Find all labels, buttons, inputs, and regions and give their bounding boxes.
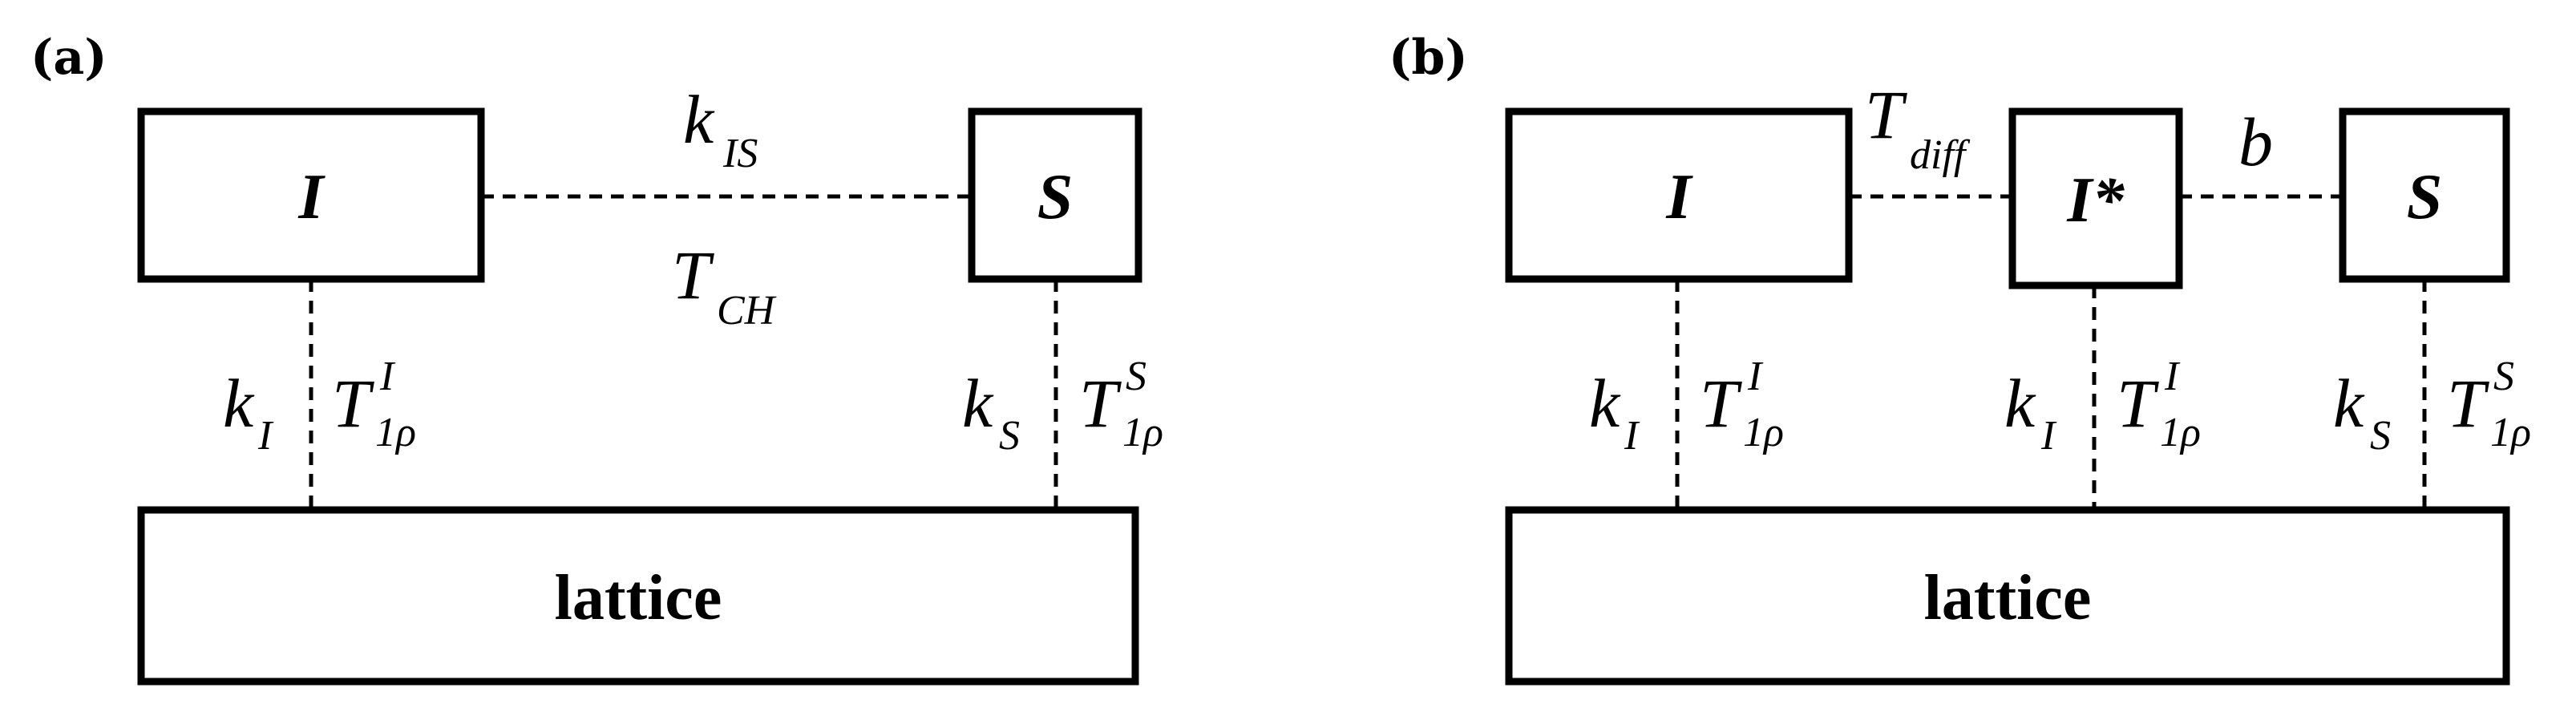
panel-b-label: (b) xyxy=(1389,30,1468,86)
panel-b-t1rho-s-sup: S xyxy=(2493,354,2514,399)
panel-b-box-istar xyxy=(2008,107,2183,289)
panel-a-lattice-label: lattice xyxy=(555,563,722,633)
panel-a-k-i: k I xyxy=(223,365,274,459)
panel-b-t1rho-i-1: T 1ρ I xyxy=(1700,354,1784,455)
panel-b-t1rho-i-1-sup: I xyxy=(1747,354,1764,399)
panel-b-k-i-1: k I xyxy=(1589,365,1640,459)
panel-b-t-diff: T diff xyxy=(1865,76,1971,178)
panel-b-k-s-main: k xyxy=(2333,365,2365,442)
panel-a: (a) I S lattice k IS T CH k I T 1ρ xyxy=(30,30,1163,686)
panel-b-k-i-2-main: k xyxy=(2004,365,2036,442)
panel-a-t1rho-i-sup: I xyxy=(379,354,396,399)
panel-a-t1rho-i: T 1ρ I xyxy=(332,354,416,455)
panel-a-t-ch-main: T xyxy=(672,237,714,314)
panel-b-t1rho-i-1-sub: 1ρ xyxy=(1743,410,1784,455)
panel-a-label: (a) xyxy=(30,30,107,86)
panel-a-k-i-sub: I xyxy=(257,413,274,459)
panel-a-k-is: k IS xyxy=(683,81,758,176)
panel-a-box-s-label: S xyxy=(1037,162,1074,233)
panel-a-t-ch: T CH xyxy=(672,237,777,334)
panel-b-t1rho-i-1-main: T xyxy=(1700,365,1742,442)
panel-b-t1rho-s-sub: 1ρ xyxy=(2490,410,2531,455)
panel-b-k-i-2-sub: I xyxy=(2040,413,2057,459)
panel-b-k-s-sub: S xyxy=(2370,413,2391,459)
panel-a-t1rho-i-sub: 1ρ xyxy=(375,410,416,455)
panel-b-lattice-box xyxy=(1505,506,2510,686)
panel-a-t1rho-s: T 1ρ S xyxy=(1079,354,1163,455)
panel-a-t1rho-s-sub: 1ρ xyxy=(1122,410,1163,455)
panel-b-b-label: b xyxy=(2238,103,2273,180)
panel-b-t-diff-main: T xyxy=(1865,76,1907,153)
panel-a-k-s-sub: S xyxy=(999,413,1020,459)
panel-b: (b) I I* S lattice T diff b k I T 1 xyxy=(1389,30,2531,686)
panel-a-box-i xyxy=(137,107,485,283)
panel-b-t1rho-s-main: T xyxy=(2447,365,2489,442)
panel-b-k-s: k S xyxy=(2333,365,2391,459)
panel-a-t-ch-sub: CH xyxy=(717,288,777,334)
panel-b-box-i xyxy=(1505,107,1853,283)
panel-a-k-s-main: k xyxy=(962,365,994,442)
panel-b-box-i-label: I xyxy=(1665,162,1693,233)
panel-a-lattice-box xyxy=(137,506,1139,686)
panel-a-t1rho-s-main: T xyxy=(1079,365,1122,442)
panel-b-t1rho-i-2-main: T xyxy=(2117,365,2159,442)
panel-b-k-i-1-sub: I xyxy=(1624,413,1640,459)
panel-b-lattice-label: lattice xyxy=(1924,563,2092,633)
panel-b-k-i-2: k I xyxy=(2004,365,2057,459)
panel-b-t1rho-i-2-sup: I xyxy=(2164,354,2181,399)
panel-a-k-is-sub: IS xyxy=(722,131,758,176)
panel-a-k-i-main: k xyxy=(223,365,255,442)
panel-b-t1rho-s: T 1ρ S xyxy=(2447,354,2531,455)
panel-a-box-i-label: I xyxy=(297,162,326,233)
panel-b-t1rho-i-2-sub: 1ρ xyxy=(2160,410,2201,455)
panel-a-t1rho-s-sup: S xyxy=(1126,354,1146,399)
panel-a-k-is-main: k xyxy=(683,81,715,158)
panel-b-k-i-1-main: k xyxy=(1589,365,1621,442)
panel-b-box-istar-label: I* xyxy=(2066,165,2125,236)
panel-b-t-diff-sub: diff xyxy=(1910,132,1971,178)
panel-a-k-s: k S xyxy=(962,365,1020,459)
panel-b-box-s xyxy=(2339,107,2510,283)
panel-b-box-s-label: S xyxy=(2407,162,2443,233)
panel-a-t1rho-i-main: T xyxy=(332,365,374,442)
panel-b-t1rho-i-2: T 1ρ I xyxy=(2117,354,2201,455)
panel-a-box-s xyxy=(968,107,1142,283)
